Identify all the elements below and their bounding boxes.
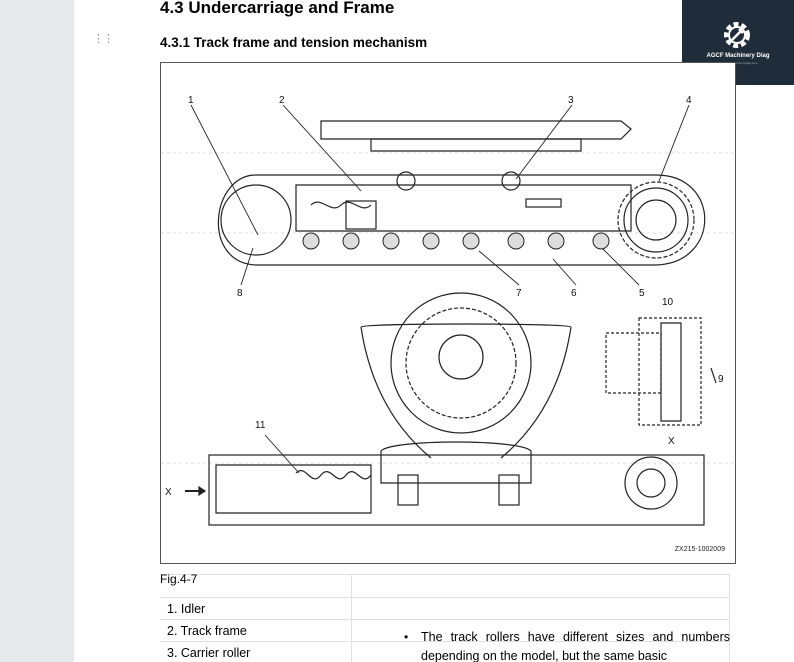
legend-table: 1. Idler 2. Track frame 3. Carrier rolle… (160, 574, 730, 662)
table-divider (729, 574, 730, 662)
callout-7: 7 (516, 288, 522, 299)
subsection-title: 4.3.1 Track frame and tension mechanism (160, 35, 428, 50)
logo-text: AGCF Machinery Diag (706, 53, 770, 59)
logo-subtitle: www.agcfmachinerydiag.com (718, 61, 758, 65)
table-border (160, 641, 730, 642)
table-border (160, 574, 730, 575)
figure-diagram: ZX215-1002009 1 2 3 4 5 6 7 8 9 10 11 X … (160, 62, 736, 564)
callout-8: 8 (237, 288, 243, 299)
callout-4: 4 (686, 95, 692, 106)
callout-5: 5 (639, 288, 645, 299)
callout-6: 6 (571, 288, 577, 299)
callout-10: 10 (662, 297, 674, 308)
gear-icon (724, 22, 750, 48)
legend-item-carrier-roller: 3. Carrier roller (167, 646, 251, 660)
note-text: The track rollers have different sizes a… (421, 630, 730, 662)
callout-x-left: X (165, 487, 172, 498)
callout-9: 9 (718, 374, 724, 385)
section-title: 4.3 Undercarriage and Frame (160, 0, 395, 17)
table-border (160, 619, 730, 620)
bullet-icon: • (404, 630, 409, 644)
figure-caption: Fig.4-7 (160, 572, 198, 586)
undercarriage-drawing (161, 104, 735, 526)
figure-code: ZX215-1002009 (674, 546, 725, 553)
legend-item-idler: 1. Idler (167, 602, 206, 616)
legend-item-track-frame: 2. Track frame (167, 624, 247, 638)
callout-1: 1 (188, 95, 194, 106)
table-border (160, 597, 730, 598)
callout-3: 3 (568, 95, 574, 106)
callout-2: 2 (279, 95, 285, 106)
callout-x-detail: X (668, 436, 675, 447)
note-paragraph: • The track rollers have different sizes… (404, 628, 730, 662)
left-gutter (0, 0, 74, 662)
callout-11: 11 (255, 420, 266, 431)
table-divider (351, 574, 352, 662)
drag-handle-icon[interactable]: ⋮⋮ (93, 33, 114, 45)
